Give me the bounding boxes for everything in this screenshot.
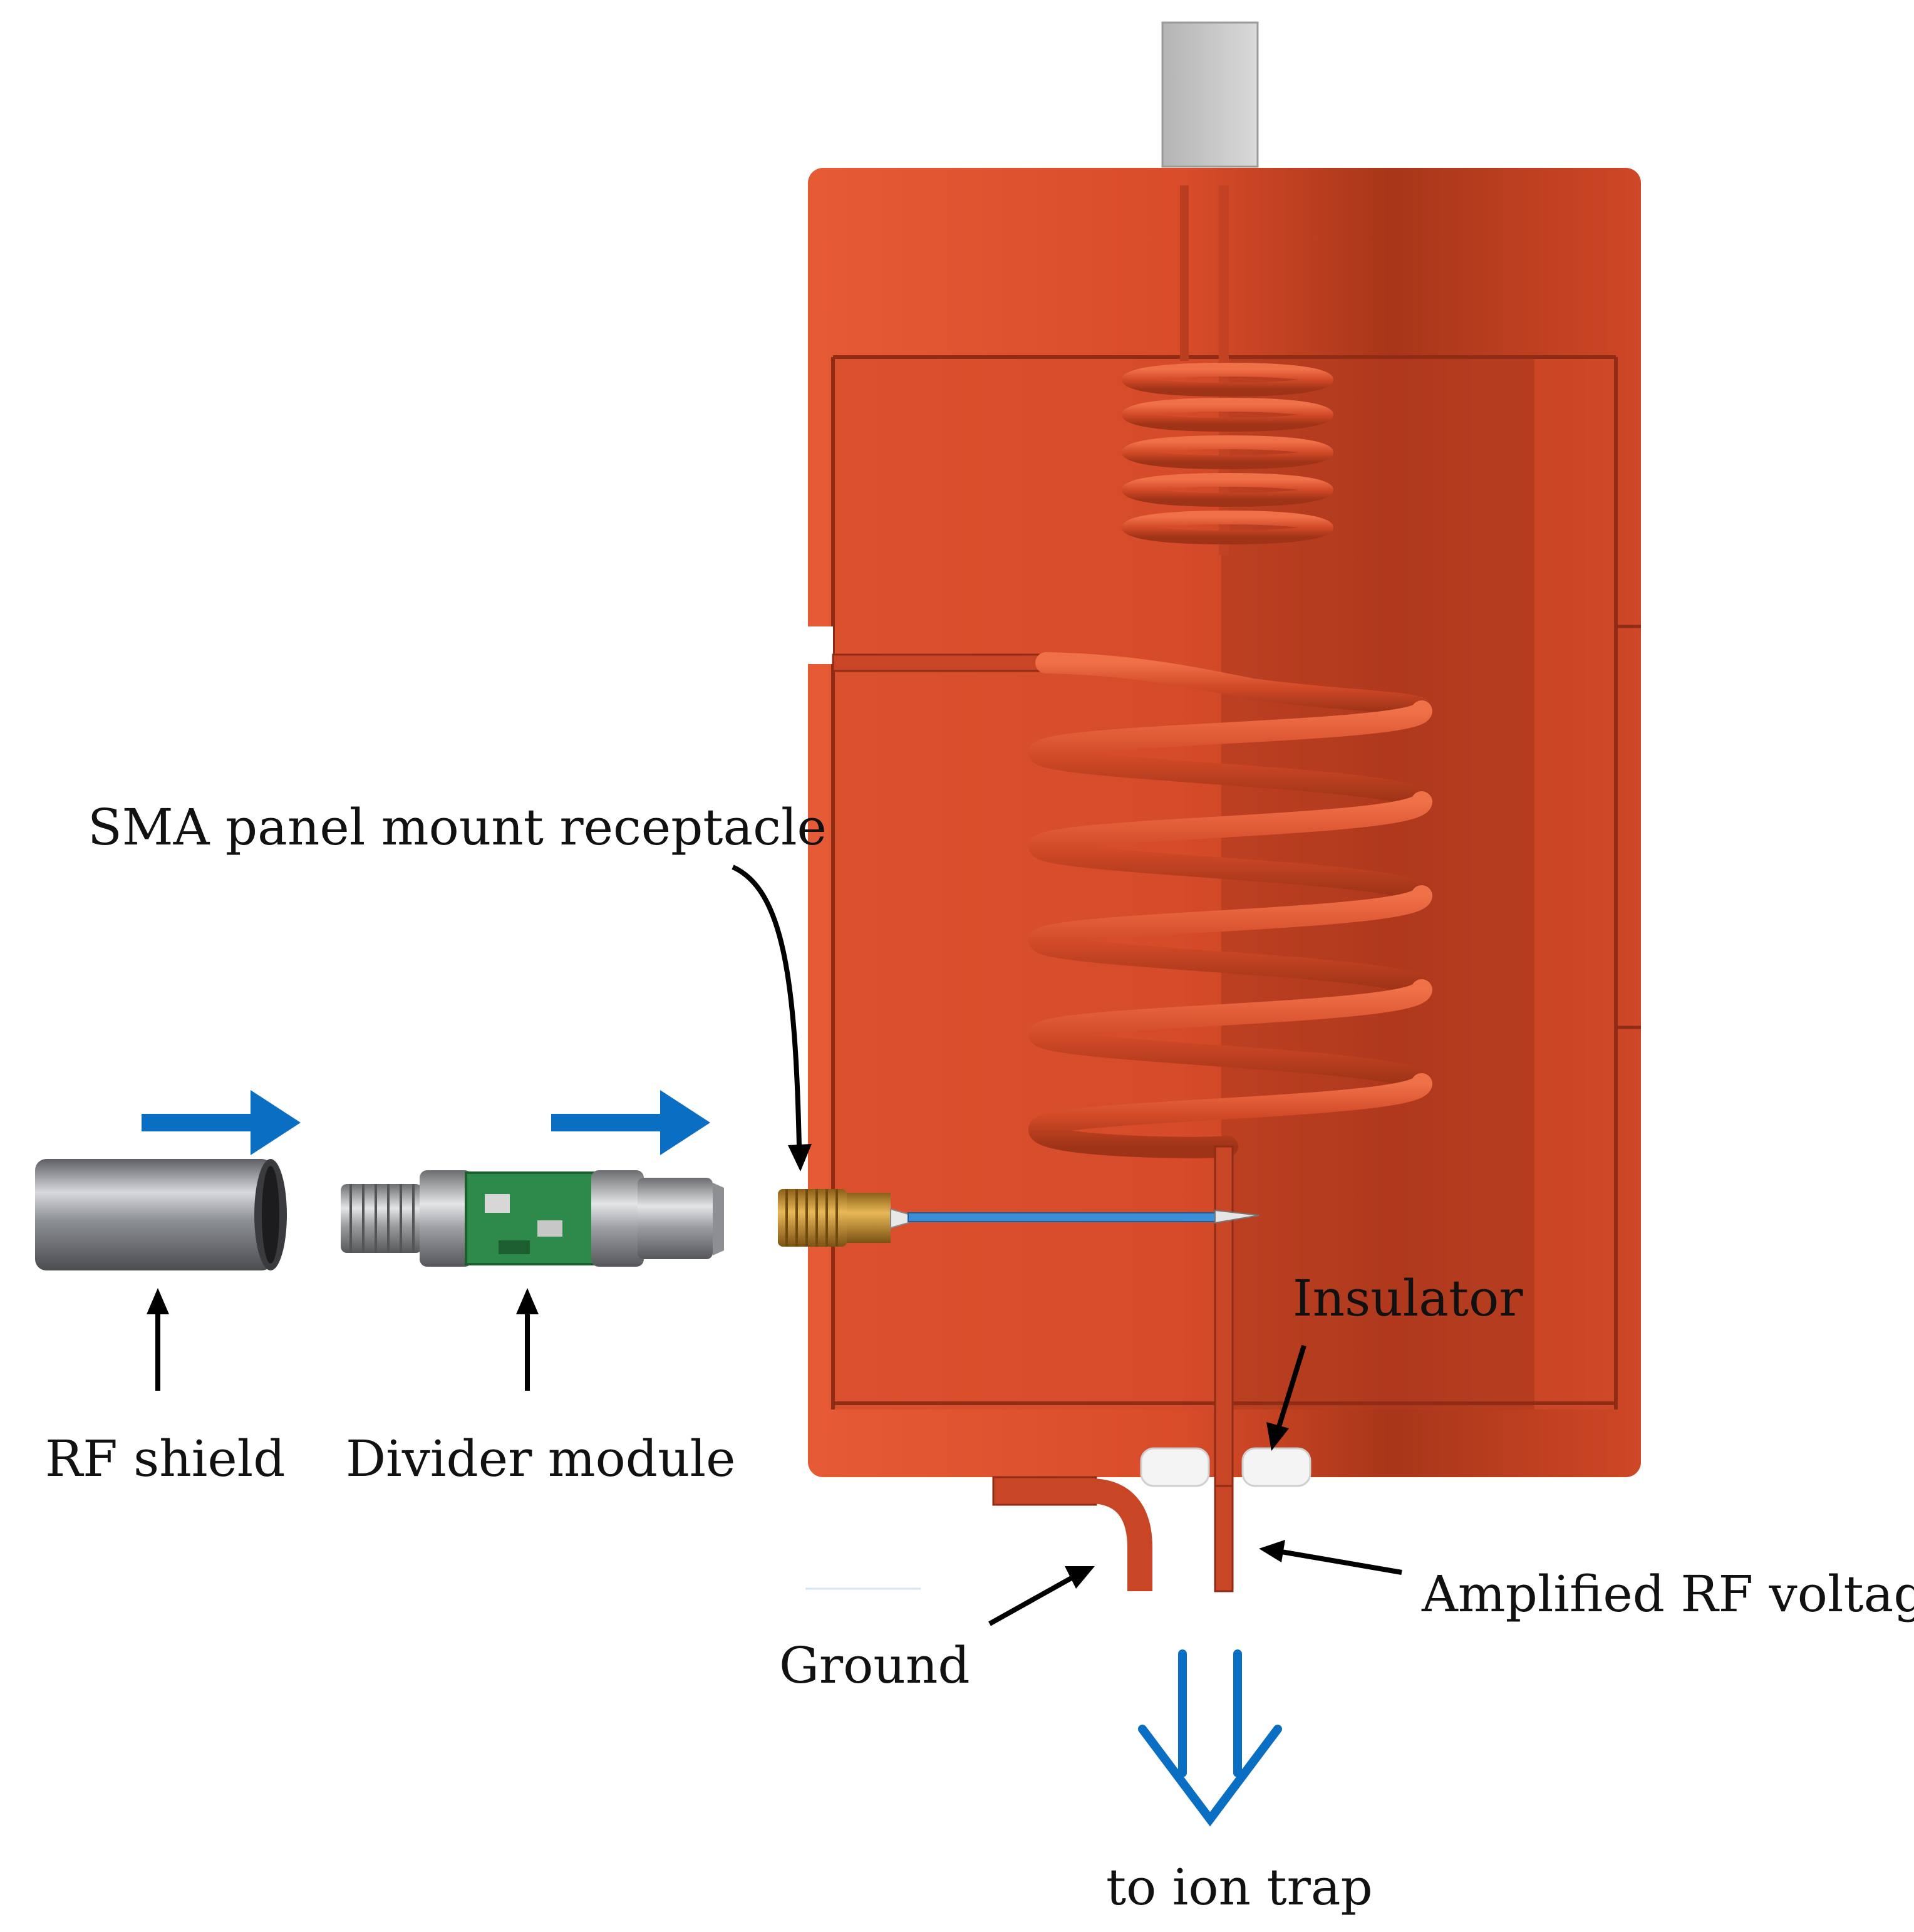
- label-ground: Ground: [779, 1636, 970, 1695]
- insulators: [1140, 1447, 1311, 1487]
- coax-wire: [908, 1212, 1216, 1222]
- arrow-right-icon: [142, 1090, 301, 1155]
- ground-pointer-arrow: [988, 1566, 1095, 1626]
- arrow-down-icon: [1138, 1649, 1282, 1827]
- label-insulator: Insulator: [1293, 1269, 1523, 1327]
- rf-shield-cylinder: [35, 1159, 287, 1270]
- arrow-up-icon: [147, 1288, 169, 1391]
- label-to-ion-trap: to ion trap: [1106, 1858, 1373, 1916]
- ground-pipe: [992, 1476, 1152, 1591]
- label-divider-module: Divider module: [346, 1430, 735, 1488]
- divider-module: [341, 1170, 724, 1267]
- top-connector: [1161, 21, 1259, 168]
- amplified-pointer-arrow: [1259, 1540, 1402, 1575]
- small-coil: [1118, 354, 1333, 544]
- insulator-pointer-arrow: [1266, 1344, 1306, 1451]
- arrow-right-icon: [551, 1090, 710, 1155]
- label-sma-receptacle: SMA panel mount receptacle: [88, 798, 827, 856]
- sma-receptacle: [778, 1189, 909, 1247]
- arrow-up-icon: [516, 1288, 539, 1391]
- main-coil: [1028, 652, 1433, 1158]
- sma-pointer-arrow: [732, 865, 812, 1171]
- label-rf-shield: RF shield: [45, 1430, 285, 1488]
- label-amplified-rf-voltage: Amplified RF voltage: [1421, 1565, 1914, 1623]
